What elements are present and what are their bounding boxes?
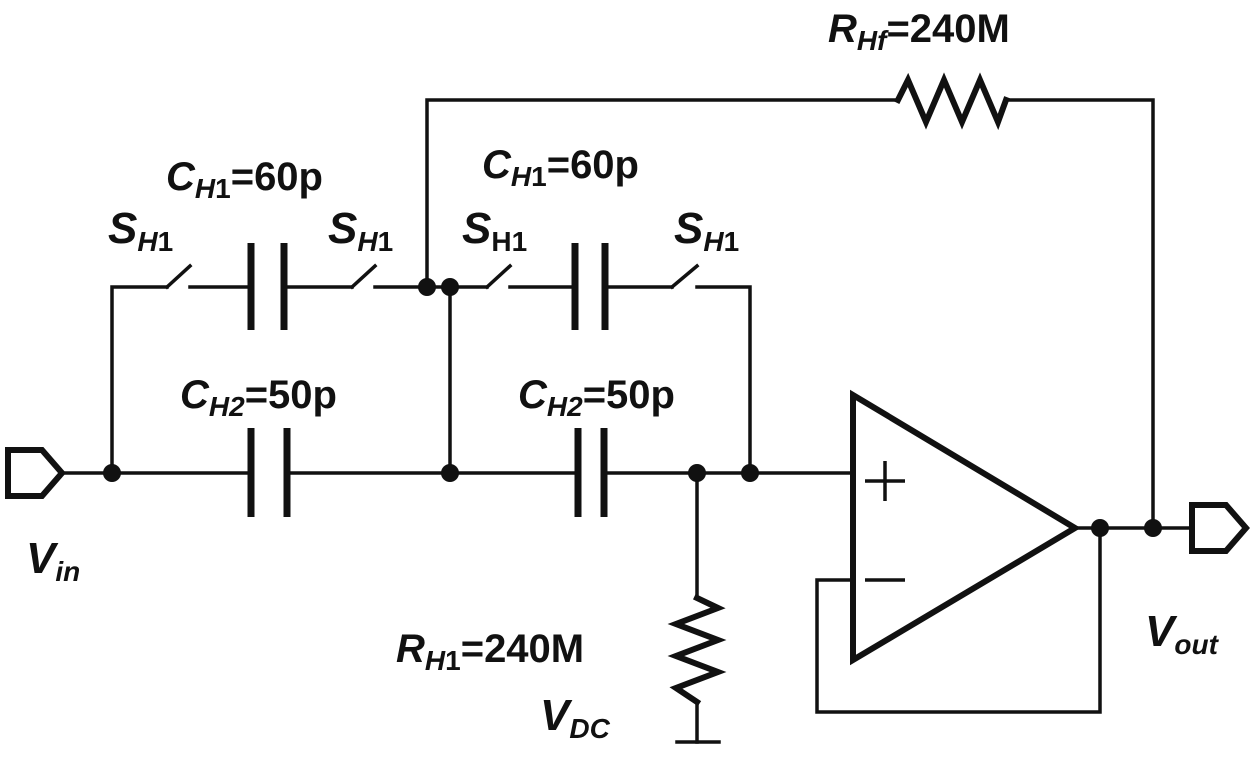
label-sh1-d: SH1 <box>674 204 739 257</box>
output-port-icon <box>1189 502 1250 554</box>
opamp <box>850 389 1081 666</box>
label-vdc: VDC <box>540 691 611 744</box>
label-ch1-right: CH1=60p <box>482 143 639 192</box>
input-port-icon <box>5 447 66 499</box>
label-rh1: RH1=240M <box>396 627 584 676</box>
junction-dots <box>103 278 1162 537</box>
switch-sh1-d <box>669 263 700 290</box>
capacitor-ch1-left <box>247 243 288 330</box>
wires <box>60 98 1194 744</box>
label-sh1-b: SH1 <box>328 204 393 257</box>
label-vin: Vin <box>26 534 80 587</box>
capacitor-ch2-left <box>247 428 291 517</box>
capacitor-ch1-right <box>571 243 609 330</box>
label-sh1-a: SH1 <box>108 204 173 257</box>
switch-sh1-c <box>484 263 513 290</box>
label-rhf: RHf=240M <box>828 7 1010 56</box>
switch-sh1-b <box>349 263 378 290</box>
resistor-rh1 <box>667 594 727 707</box>
resistor-rhf <box>893 72 1010 131</box>
label-sh1-c: SH1 <box>462 204 527 257</box>
capacitor-ch2-right <box>574 428 608 517</box>
label-ch1-left: CH1=60p <box>166 155 323 204</box>
switch-sh1-a <box>164 263 193 290</box>
label-vout: Vout <box>1145 607 1220 660</box>
label-ch2-left: CH2=50p <box>180 373 337 422</box>
label-ch2-right: CH2=50p <box>518 373 675 422</box>
